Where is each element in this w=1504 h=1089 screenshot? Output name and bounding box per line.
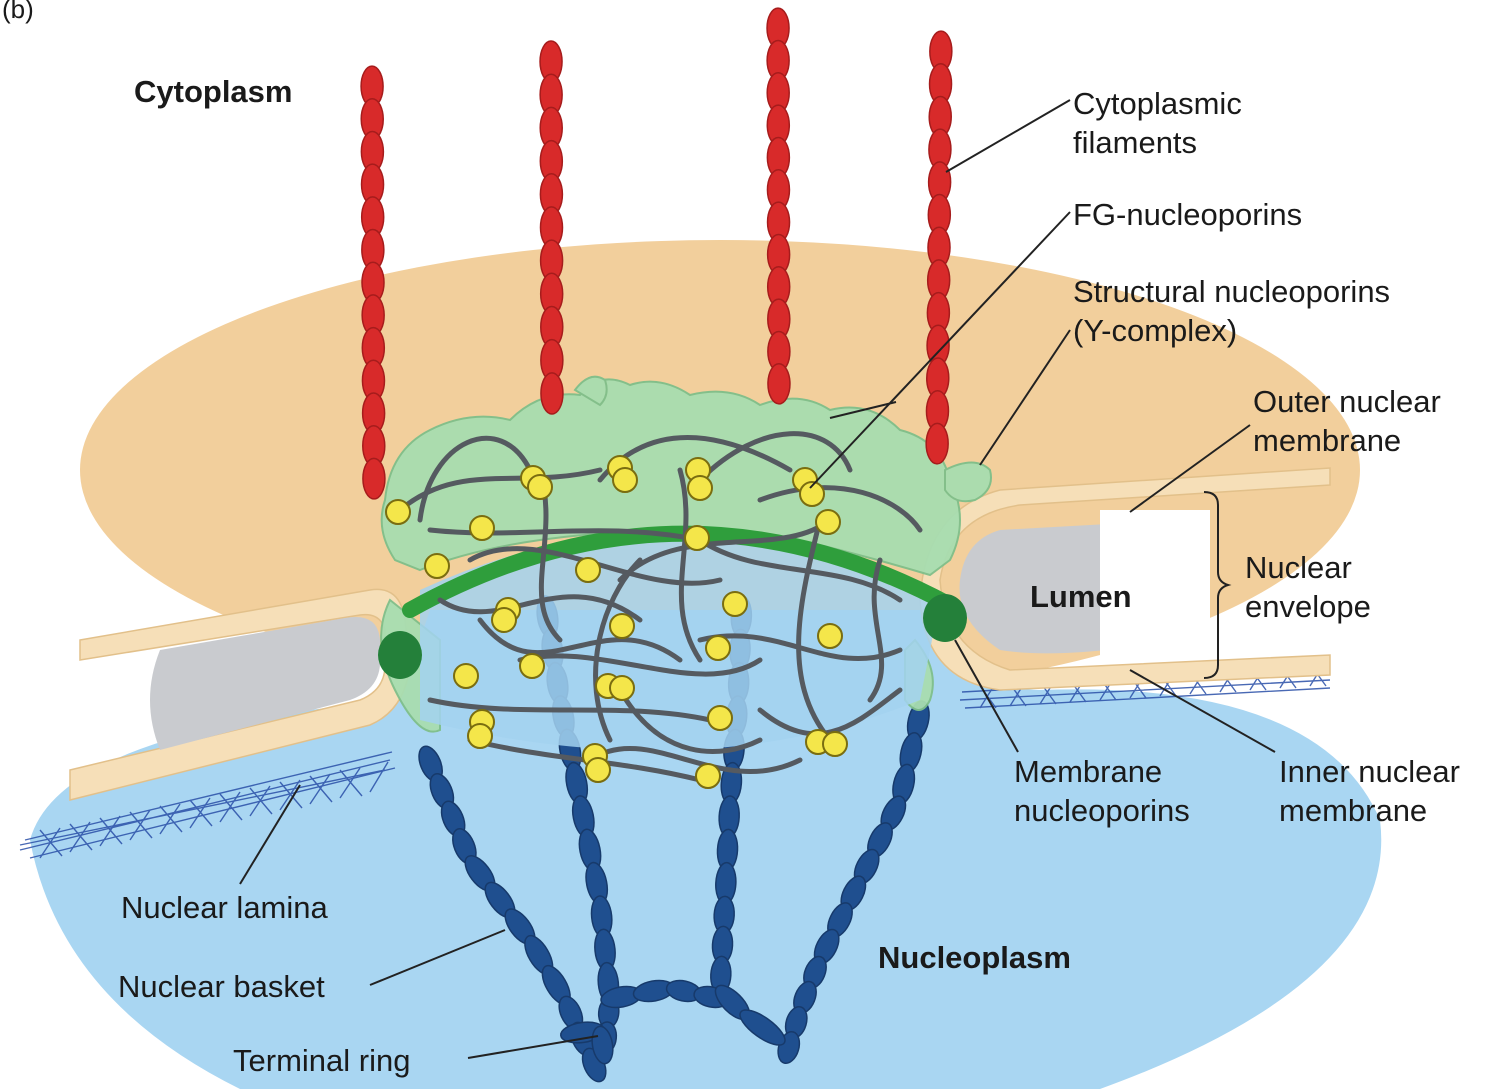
lumen-label: Lumen (1030, 579, 1132, 614)
fg-bead-5 (528, 475, 552, 499)
cytoplasm-label: Cytoplasm (134, 74, 292, 109)
fg-bead-1 (386, 500, 410, 524)
fg-nucleoporins-label: FG-nucleoporins (1073, 197, 1302, 232)
fg-bead-13 (816, 510, 840, 534)
fg-bead-7 (613, 468, 637, 492)
cytoplasmic-filaments-label: Cytoplasmic filaments (1073, 86, 1250, 160)
cytoplasmic-filament-2 (540, 41, 563, 414)
nucleoplasm-label: Nucleoplasm (878, 940, 1071, 975)
fg-bead-25 (708, 706, 732, 730)
fg-bead-15 (723, 592, 747, 616)
fg-bead-32 (823, 732, 847, 756)
fg-bead-29 (586, 758, 610, 782)
fg-bead-14 (576, 558, 600, 582)
fg-bead-19 (706, 636, 730, 660)
fg-bead-30 (696, 764, 720, 788)
leader-cytoplasmic-filaments (946, 100, 1070, 172)
fg-bead-21 (520, 654, 544, 678)
cytoplasmic-filament-1 (361, 66, 385, 499)
fg-bead-22 (454, 664, 478, 688)
membrane-nucleoporin-right (923, 594, 967, 642)
terminal-ring-label: Terminal ring (233, 1043, 410, 1078)
nuclear-lamina-label: Nuclear lamina (121, 890, 329, 925)
panel-label: (b) (2, 0, 34, 24)
fg-bead-20 (818, 624, 842, 648)
fg-bead-24 (610, 676, 634, 700)
fg-bead-27 (468, 724, 492, 748)
fg-bead-9 (688, 476, 712, 500)
fg-bead-2 (425, 554, 449, 578)
fg-bead-17 (492, 608, 516, 632)
membrane-nucleoporin-left (378, 631, 422, 679)
nuclear-basket-label: Nuclear basket (118, 969, 325, 1004)
cytoplasmic-filament-3 (767, 8, 790, 404)
fg-bead-3 (470, 516, 494, 540)
fg-bead-10 (685, 526, 709, 550)
fg-bead-18 (610, 614, 634, 638)
